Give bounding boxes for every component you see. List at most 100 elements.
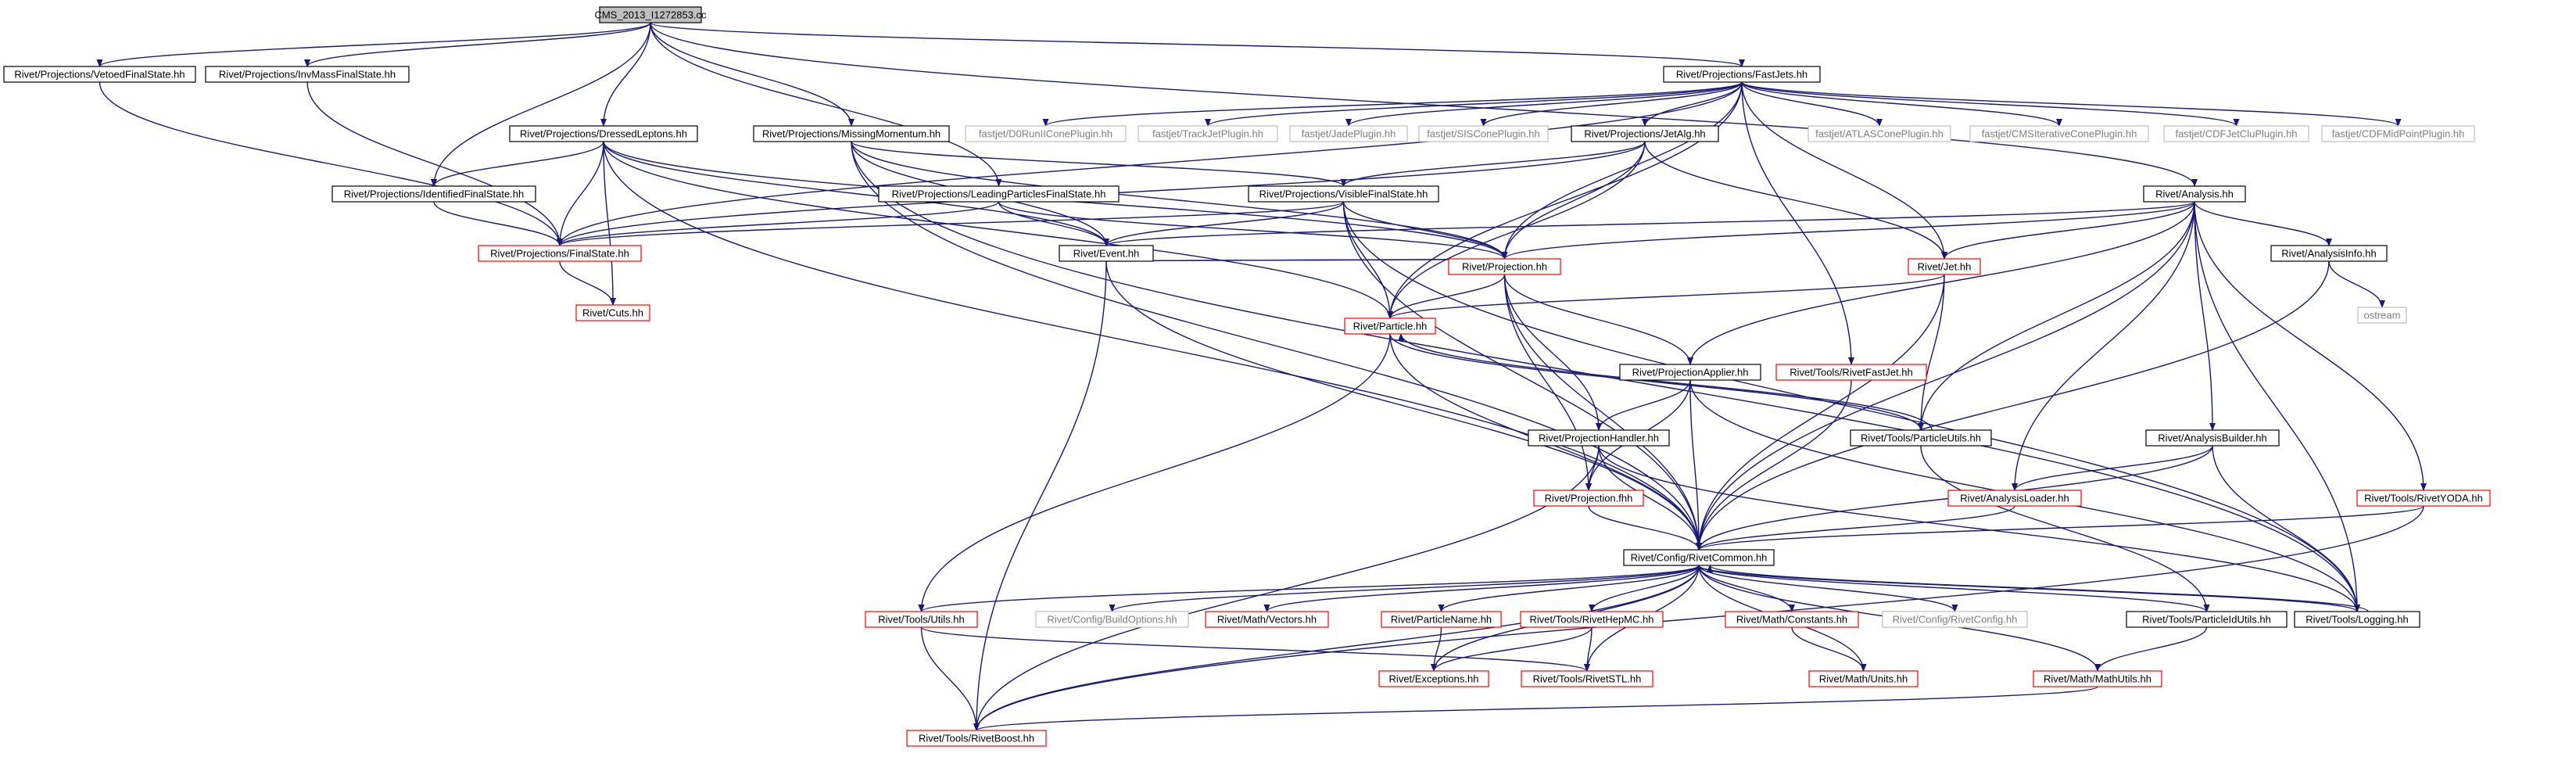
node-rivetyoda[interactable]: Rivet/Tools/RivetYODA.hh xyxy=(2356,490,2491,507)
edge-path xyxy=(1501,201,2195,260)
node-box xyxy=(1521,670,1653,687)
node-analysis[interactable]: Rivet/Analysis.hh xyxy=(2143,185,2246,203)
node-projfhh[interactable]: Rivet/Projection.fhh xyxy=(1533,490,1644,507)
edge-path xyxy=(603,141,1702,551)
node-box xyxy=(478,245,642,262)
edge-path xyxy=(433,201,563,246)
node-label: Rivet/Cuts.hh xyxy=(582,307,643,319)
node-box xyxy=(878,185,1120,203)
node-projhandler[interactable]: Rivet/ProjectionHandler.hh xyxy=(1528,429,1670,447)
node-analysisinfo[interactable]: Rivet/AnalysisInfo.hh xyxy=(2270,245,2388,262)
node-particleidutils[interactable]: Rivet/Tools/ParticleIdUtils.hh xyxy=(2126,611,2288,628)
edge-path xyxy=(918,565,1700,612)
edge-path xyxy=(973,565,1700,731)
node-label: Rivet/Math/MathUtils.hh xyxy=(2044,673,2151,685)
node-box xyxy=(1947,490,2082,507)
edge-rivetyoda-to-rivetboost xyxy=(973,505,2424,731)
node-trackjet[interactable]: fastjet/TrackJetPlugin.hh xyxy=(1138,125,1278,142)
node-buildoptions[interactable]: Rivet/Config/BuildOptions.hh xyxy=(1035,611,1189,628)
node-event[interactable]: Rivet/Event.hh xyxy=(1059,245,1154,262)
edge-rivethepmc-to-rivetstl xyxy=(1584,626,1593,672)
edge-rivethepmc-to-exceptions xyxy=(1431,626,1593,672)
node-missing[interactable]: Rivet/Projections/MissingMomentum.hh xyxy=(753,125,950,142)
node-projapplier[interactable]: Rivet/ProjectionApplier.hh xyxy=(1619,364,1761,381)
node-jetalg[interactable]: Rivet/Projections/JetAlg.hh xyxy=(1571,125,1719,142)
edge-path xyxy=(1696,379,1852,551)
node-visible[interactable]: Rivet/Projections/VisibleFinalState.hh xyxy=(1248,185,1439,203)
node-label: Rivet/Config/RivetConfig.hh xyxy=(1893,614,2018,626)
node-box xyxy=(1528,429,1670,447)
node-rivetfastjet[interactable]: Rivet/Tools/RivetFastJet.hh xyxy=(1775,364,1927,381)
edge-root-to-leading xyxy=(650,22,1002,187)
node-logging[interactable]: Rivet/Tools/Logging.hh xyxy=(2294,611,2420,628)
node-siscone[interactable]: fastjet/SISConePlugin.hh xyxy=(1418,125,1549,142)
node-fastjets[interactable]: Rivet/Projections/FastJets.hh xyxy=(1663,66,1821,83)
node-rivetcommon[interactable]: Rivet/Config/RivetCommon.hh xyxy=(1623,549,1775,566)
node-label: Rivet/Jet.hh xyxy=(1918,261,1972,273)
edge-path xyxy=(1707,565,2369,612)
edge-path xyxy=(1644,141,1947,260)
edge-analysisbuilder-to-analysisloader xyxy=(2012,445,2213,491)
edge-path xyxy=(1109,565,1700,612)
node-ostream[interactable]: ostream xyxy=(2357,307,2407,324)
node-leading[interactable]: Rivet/Projections/LeadingParticlesFinalS… xyxy=(878,185,1120,203)
edge-finalstate-to-cuts xyxy=(559,260,616,306)
edge-path xyxy=(1918,274,1945,431)
node-box xyxy=(1205,611,1329,628)
node-jade[interactable]: fastjet/JadePlugin.hh xyxy=(1289,125,1408,142)
node-exceptions[interactable]: Rivet/Exceptions.hh xyxy=(1378,670,1489,687)
node-vetoed[interactable]: Rivet/Projections/VetoedFinalState.hh xyxy=(3,66,196,83)
node-identified[interactable]: Rivet/Projections/IdentifiedFinalState.h… xyxy=(331,185,536,203)
node-rivetstl[interactable]: Rivet/Tools/RivetSTL.hh xyxy=(1521,670,1653,687)
edge-fastjets-to-cdfmid xyxy=(1741,81,2402,127)
node-particle[interactable]: Rivet/Particle.hh xyxy=(1344,318,1436,335)
edge-path xyxy=(1918,201,2195,431)
node-cdfmid[interactable]: fastjet/CDFMidPointPlugin.hh xyxy=(2321,125,2475,142)
edge-path xyxy=(1698,565,1795,612)
node-units[interactable]: Rivet/Math/Units.hh xyxy=(1808,670,1919,687)
node-label: Rivet/Tools/ParticleUtils.hh xyxy=(1861,432,1981,444)
node-utils[interactable]: Rivet/Tools/Utils.hh xyxy=(865,611,978,628)
node-finalstate[interactable]: Rivet/Projections/FinalState.hh xyxy=(478,245,642,262)
node-box xyxy=(2294,611,2420,628)
node-invmass[interactable]: Rivet/Projections/InvMassFinalState.hh xyxy=(205,66,410,83)
node-cdfjetclu[interactable]: fastjet/CDFJetCluPlugin.hh xyxy=(2163,125,2309,142)
edge-dressed-to-identified xyxy=(431,141,604,187)
node-dressed[interactable]: Rivet/Projections/DressedLeptons.hh xyxy=(509,125,698,142)
edge-root-to-missing xyxy=(650,22,854,127)
node-rivetboost[interactable]: Rivet/Tools/RivetBoost.hh xyxy=(906,730,1047,747)
node-rivetconfig[interactable]: Rivet/Config/RivetConfig.hh xyxy=(1882,611,2028,628)
node-label: fastjet/CMSIterativeConePlugin.hh xyxy=(1982,128,2137,140)
edge-projection-to-projfhh xyxy=(1503,274,1592,491)
edge-dressed-to-finalstate xyxy=(557,141,604,246)
edge-path xyxy=(2194,201,2360,612)
edge-jet-to-rivetcommon xyxy=(1696,274,1945,551)
node-atlascone[interactable]: fastjet/ATLASConePlugin.hh xyxy=(1807,125,1951,142)
edge-path xyxy=(603,141,616,306)
edge-path xyxy=(431,141,604,187)
edge-path xyxy=(1480,81,1743,127)
node-rivethepmc[interactable]: Rivet/Tools/RivetHepMC.hh xyxy=(1520,611,1664,628)
edge-path xyxy=(603,141,1109,246)
node-box xyxy=(1378,670,1489,687)
edge-path xyxy=(1941,201,2195,260)
node-particleutils[interactable]: Rivet/Tools/ParticleUtils.hh xyxy=(1850,429,1992,447)
node-jet[interactable]: Rivet/Jet.hh xyxy=(1908,258,1981,275)
node-cmsiter[interactable]: fastjet/CMSIterativeConePlugin.hh xyxy=(1969,125,2149,142)
node-analysisloader[interactable]: Rivet/AnalysisLoader.hh xyxy=(1947,490,2082,507)
node-projection[interactable]: Rivet/Projection.hh xyxy=(1448,258,1561,275)
node-cuts[interactable]: Rivet/Cuts.hh xyxy=(575,304,650,321)
edge-path xyxy=(650,22,1002,187)
node-vectors[interactable]: Rivet/Math/Vectors.hh xyxy=(1205,611,1329,628)
node-label: Rivet/Projections/FinalState.hh xyxy=(490,248,629,260)
edge-path xyxy=(2012,445,2213,491)
node-analysisbuilder[interactable]: Rivet/AnalysisBuilder.hh xyxy=(2145,429,2280,447)
node-root[interactable]: CMS_2013_I1272853.cc xyxy=(594,6,707,23)
node-particlename[interactable]: Rivet/ParticleName.hh xyxy=(1381,611,1502,628)
node-d0run[interactable]: fastjet/D0RunIIConePlugin.hh xyxy=(965,125,1127,142)
node-box xyxy=(3,66,196,83)
node-mathutils[interactable]: Rivet/Math/MathUtils.hh xyxy=(2033,670,2162,687)
edge-path xyxy=(2212,445,2360,612)
node-constants[interactable]: Rivet/Math/Constants.hh xyxy=(1725,611,1859,628)
edge-path xyxy=(1696,201,2195,551)
